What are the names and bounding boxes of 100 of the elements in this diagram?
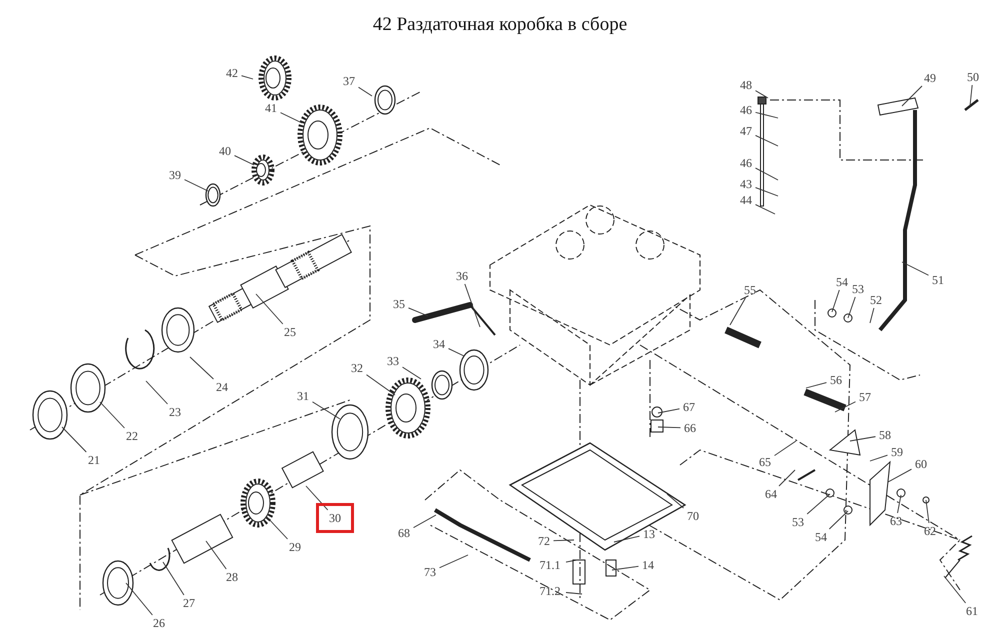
callout-number: 42 — [225, 67, 239, 79]
leader-line — [755, 187, 778, 196]
callout-number: 65 — [758, 456, 772, 468]
leader-line — [234, 155, 254, 166]
callout-number: 43 — [739, 178, 753, 190]
leader-line — [666, 494, 684, 508]
callout-number: 54 — [814, 531, 828, 543]
callout-number: 34 — [432, 338, 446, 350]
callout-number: 64 — [764, 488, 778, 500]
leader-line — [206, 540, 227, 570]
callout-number: 14 — [641, 559, 655, 571]
callout-number: 22 — [125, 430, 139, 442]
leader-line — [832, 290, 840, 312]
leader-line — [464, 284, 480, 328]
callout-number: 33 — [386, 355, 400, 367]
callout-number: 73 — [423, 566, 437, 578]
leader-line — [755, 135, 778, 146]
leader-line — [755, 90, 768, 98]
leader-line — [312, 401, 340, 420]
leader-line — [241, 75, 254, 80]
leader-line — [413, 514, 436, 528]
callout-number: 66 — [683, 422, 697, 434]
leader-line — [566, 592, 582, 594]
leader-line — [755, 168, 778, 180]
callout-number: 56 — [829, 374, 843, 386]
leader-line — [612, 566, 639, 570]
leader-line — [62, 426, 87, 452]
callout-number: 52 — [869, 294, 883, 306]
callout-number: 67 — [682, 401, 696, 413]
callout-number: 55 — [743, 284, 757, 296]
callout-number: 54 — [835, 276, 849, 288]
leader-line — [256, 294, 284, 324]
callout-number: 28 — [225, 571, 239, 583]
callout-number: 58 — [878, 429, 892, 441]
leader-line — [897, 494, 902, 514]
leader-line — [366, 374, 396, 396]
leader-line — [774, 440, 796, 456]
leader-line — [755, 112, 778, 118]
callout-number: 68 — [397, 527, 411, 539]
leader-line — [970, 84, 973, 106]
callout-number: 60 — [914, 458, 928, 470]
callout-number: 72 — [537, 535, 551, 547]
callout-number: 70 — [686, 510, 700, 522]
callout-number: 27 — [182, 597, 196, 609]
callout-number: 24 — [215, 381, 229, 393]
callout-number: 39 — [168, 169, 182, 181]
leader-line — [944, 576, 966, 604]
leader-line — [100, 402, 125, 428]
leader-line — [806, 494, 830, 514]
leader-line — [566, 560, 578, 562]
leader-line — [266, 516, 288, 540]
leader-line — [778, 470, 796, 486]
leader-line — [126, 582, 153, 616]
callout-number: 61 — [965, 605, 979, 617]
callout-number: 46 — [739, 104, 753, 116]
callout-number: 21 — [87, 454, 101, 466]
leader-line — [280, 112, 302, 124]
callout-number: 62 — [923, 525, 937, 537]
callout-number: 23 — [168, 406, 182, 418]
leader-line — [553, 540, 574, 542]
leader-line — [439, 554, 468, 568]
callout-number: 30 — [328, 512, 342, 524]
callout-number: 40 — [218, 145, 232, 157]
leader-line — [190, 356, 214, 380]
leader-line — [306, 486, 328, 510]
callout-number: 53 — [851, 283, 865, 295]
callout-number: 31 — [296, 390, 310, 402]
leader-line — [448, 348, 464, 356]
leader-line — [888, 468, 912, 482]
callout-number: 51 — [931, 274, 945, 286]
callout-number: 25 — [283, 326, 297, 338]
callout-number: 29 — [288, 541, 302, 553]
leader-line — [402, 366, 422, 380]
callout-number: 71.2 — [538, 585, 562, 597]
leader-line — [730, 298, 746, 326]
callout-number: 36 — [455, 270, 469, 282]
leader-line — [408, 307, 428, 316]
leader-line — [870, 454, 888, 462]
callout-number: 26 — [152, 617, 166, 629]
callout-number: 46 — [739, 157, 753, 169]
leader-line — [162, 562, 184, 596]
leader-line — [834, 401, 856, 412]
leader-line — [658, 408, 680, 414]
callout-number: 47 — [739, 125, 753, 137]
leader-line — [902, 262, 929, 276]
leader-line — [184, 179, 208, 192]
leader-line — [828, 510, 848, 530]
leader-line — [755, 204, 776, 214]
leader-line — [146, 380, 168, 404]
diagram-title: 42 Раздаточная коробка в сборе — [372, 14, 628, 36]
leader-line — [614, 536, 640, 542]
callout-number: 32 — [350, 362, 364, 374]
callout-number: 49 — [923, 72, 937, 84]
callout-number: 44 — [739, 194, 753, 206]
leader-line — [358, 86, 372, 96]
leader-line — [926, 500, 930, 524]
callout-number: 53 — [791, 516, 805, 528]
leader-line — [848, 296, 856, 318]
leader-line — [850, 436, 876, 442]
highlight-frame — [316, 503, 354, 533]
